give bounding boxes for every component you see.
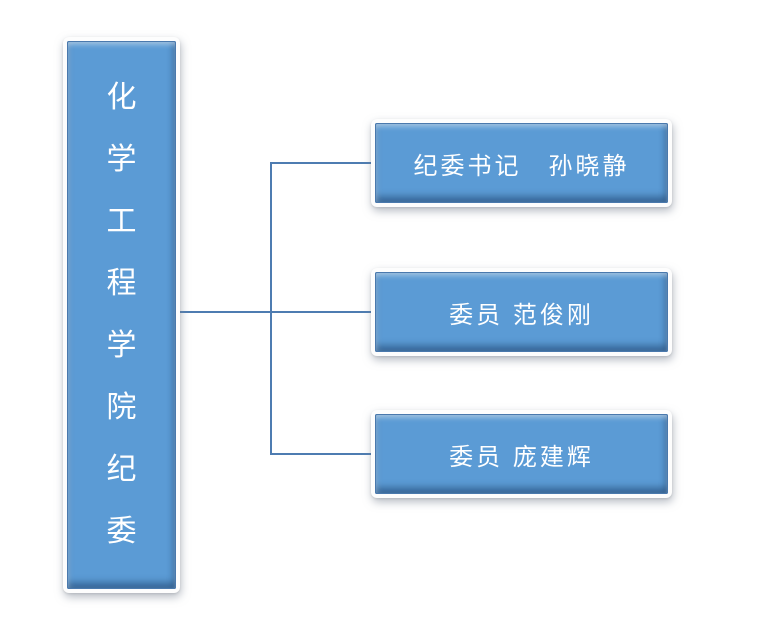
connector-branch-node-3: [270, 453, 376, 455]
root-node-label: 化学工程学院纪委: [106, 81, 137, 548]
leaf-node-face: 纪委书记 孙晓静: [375, 123, 668, 203]
leaf-node-member-2: 委员 庞建辉: [371, 410, 672, 498]
leaf-node-secretary: 纪委书记 孙晓静: [371, 119, 672, 207]
root-node: 化学工程学院纪委: [63, 37, 180, 593]
leaf-node-face: 委员 范俊刚: [375, 272, 668, 352]
connector-branch-node-1: [270, 162, 376, 164]
leaf-node-face: 委员 庞建辉: [375, 414, 668, 494]
leaf-node-member-1: 委员 范俊刚: [371, 268, 672, 356]
leaf-node-label: 纪委书记 孙晓静: [413, 152, 630, 180]
connector-root-to-node-2: [176, 311, 376, 313]
connector-vertical-trunk: [270, 162, 272, 455]
leaf-node-label: 委员 范俊刚: [449, 301, 594, 329]
root-node-face: 化学工程学院纪委: [67, 41, 176, 589]
leaf-node-label: 委员 庞建辉: [449, 443, 594, 471]
